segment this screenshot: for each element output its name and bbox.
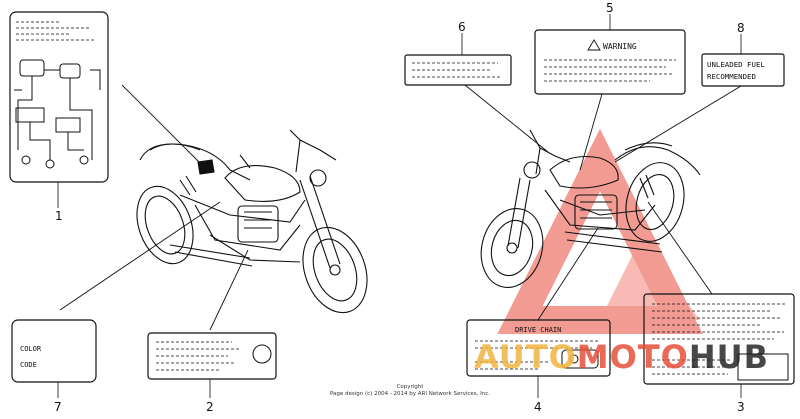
warning-label-text: WARNING xyxy=(603,42,637,51)
label-8-unleaded-fuel[interactable]: UNLEADED FUEL RECOMMENDED xyxy=(701,34,785,87)
color-label-line2: CODE xyxy=(20,361,37,369)
motorcycle-left-view xyxy=(136,129,368,314)
motorcycle-right-view xyxy=(480,129,701,288)
callout-1: 1 xyxy=(55,209,63,223)
callout-numbers: 1 2 3 4 5 6 7 8 xyxy=(54,1,745,414)
label-7-color-code[interactable]: COLOR CODE xyxy=(11,319,97,398)
copyright-notice: Copyright Page design (c) 2004 - 2014 by… xyxy=(300,384,520,398)
callout-5: 5 xyxy=(606,1,614,15)
label-5-warning[interactable]: WARNING xyxy=(534,14,686,95)
callout-6: 6 xyxy=(458,20,466,34)
warning-triangle-icon xyxy=(587,39,601,51)
label-6-caution-info[interactable] xyxy=(404,33,512,86)
drive-chain-label-text: DRIVE CHAIN xyxy=(515,326,561,334)
label-4-drive-chain[interactable]: DRIVE CHAIN xyxy=(466,319,611,398)
watermark-auto: AUTO xyxy=(474,338,577,376)
automotohub-watermark: AUTOMOTOHUB xyxy=(474,338,796,378)
label-3-tire-load-info[interactable] xyxy=(643,293,795,398)
copyright-line1: Copyright xyxy=(396,384,424,390)
callout-3: 3 xyxy=(737,400,745,414)
callout-7: 7 xyxy=(54,400,62,414)
color-label-line1: COLOR xyxy=(20,345,42,353)
watermark-moto: MOTO xyxy=(576,338,689,376)
copyright-line2: Page design (c) 2004 - 2014 by ARI Netwo… xyxy=(329,391,491,397)
watermark-hub: HUB xyxy=(688,338,770,376)
watermark-triangle xyxy=(497,128,703,334)
callout-8: 8 xyxy=(737,21,745,35)
leader-lines-left xyxy=(59,84,249,331)
label-1-vacuum-hose-routing[interactable] xyxy=(9,11,109,208)
callout-2: 2 xyxy=(206,400,214,414)
fuel-label-line2: RECOMMENDED xyxy=(707,72,756,81)
leader-lines-right xyxy=(464,84,742,321)
fuel-label-line1: UNLEADED FUEL xyxy=(707,60,765,69)
callout-4: 4 xyxy=(534,400,542,414)
label-2-tire-info[interactable] xyxy=(147,332,277,398)
